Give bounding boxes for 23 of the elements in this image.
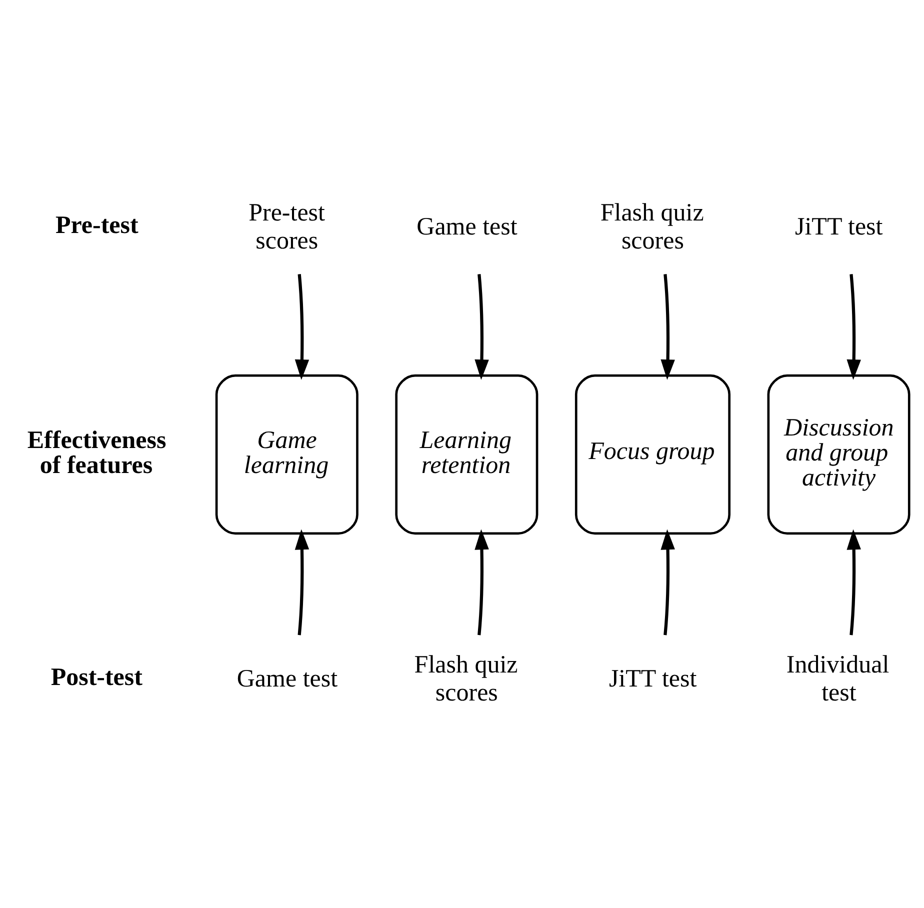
node-text: Flash quiz scores xyxy=(414,650,518,706)
node-text: JiTT test xyxy=(795,213,883,240)
arrow xyxy=(294,528,310,635)
arrow xyxy=(660,274,675,380)
arrow xyxy=(474,528,489,635)
label: Pre-test xyxy=(56,211,138,238)
arrow xyxy=(846,274,861,380)
arrow xyxy=(474,274,489,380)
node-box: Discussion and group activity xyxy=(767,374,910,534)
node-text: JiTT test xyxy=(608,664,697,692)
node-text: Flash quiz scores xyxy=(600,198,704,254)
node-box: Focus group xyxy=(574,374,731,534)
arrow xyxy=(294,274,310,380)
node-text: Game test xyxy=(236,664,338,692)
node-text: Pre-test scores xyxy=(248,198,325,254)
node-text: Individual test xyxy=(786,650,890,706)
node-box: Learning retention xyxy=(395,374,538,534)
node-text: Game test xyxy=(416,213,518,240)
arrow xyxy=(846,528,861,635)
label: Post-test xyxy=(50,663,142,690)
arrow xyxy=(660,528,675,635)
label: Effectiveness of features xyxy=(27,426,166,478)
node-box: Game learning xyxy=(215,374,358,534)
